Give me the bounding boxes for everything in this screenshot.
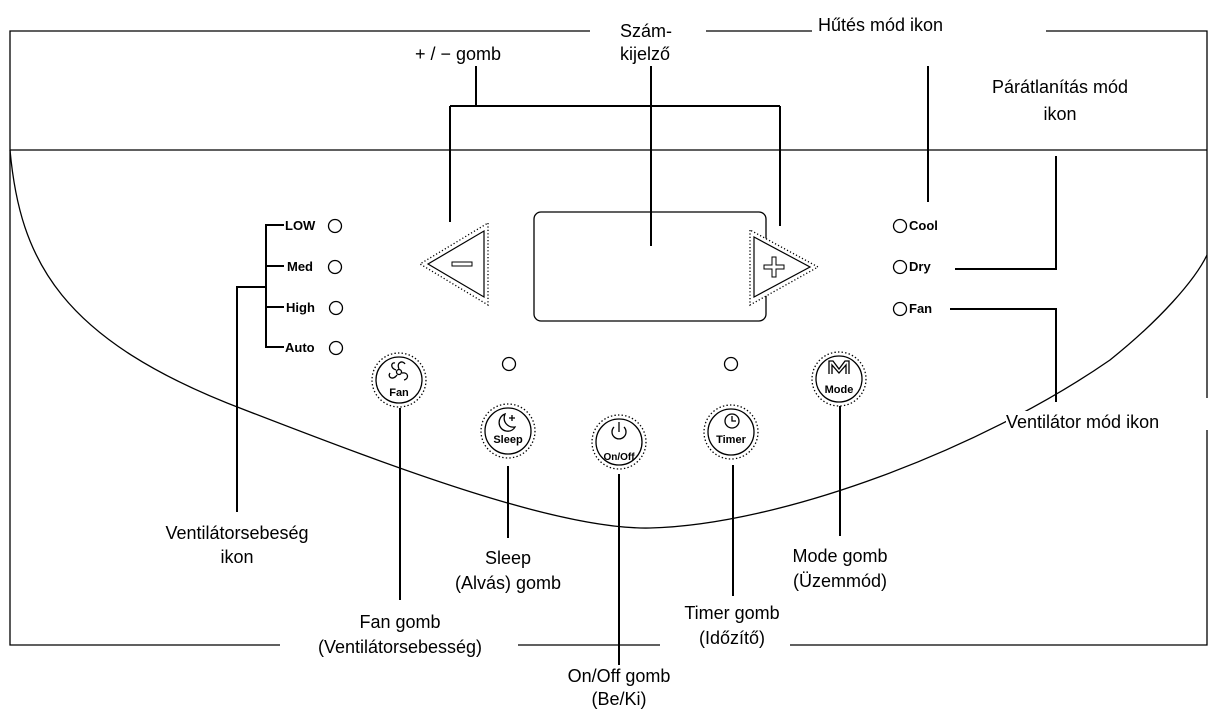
led-dry	[892, 259, 908, 275]
callout-fan-2: (Ventilátorsebesség)	[282, 636, 518, 658]
callout-timer-1: Timer gomb	[684, 603, 780, 623]
onoff-button[interactable]	[591, 414, 647, 470]
led-fan-mode	[892, 301, 908, 317]
callout-display-1: Szám-	[620, 20, 673, 42]
speed-label-med: Med	[287, 259, 313, 274]
speed-label-auto: Auto	[285, 340, 315, 355]
callout-dry-icon-2: ikon	[960, 103, 1160, 125]
console-curve	[9, 149, 1208, 529]
fan-button-label: Fan	[389, 387, 409, 399]
callout-dry-icon-1: Párátlanítás mód	[960, 76, 1160, 98]
led-low	[327, 218, 343, 234]
moon-stars-icon	[498, 412, 517, 432]
plus-button[interactable]	[749, 228, 820, 307]
callout-onoff-2: (Be/Ki)	[591, 689, 647, 709]
callout-onoff-1: On/Off gomb	[567, 666, 671, 686]
callout-plus-minus: + / − gomb	[415, 43, 502, 65]
callout-display-2: kijelző	[620, 43, 671, 65]
callout-mode-1: Mode gomb	[792, 546, 888, 566]
clock-icon	[724, 413, 740, 429]
callout-sleep-1: Sleep	[484, 548, 532, 568]
speed-label-high: High	[286, 300, 315, 315]
mode-label-fan: Fan	[909, 301, 933, 316]
callout-cool-icon: Hűtés mód ikon	[818, 14, 944, 36]
mode-label-cool: Cool	[909, 218, 938, 233]
speed-label-low: LOW	[285, 218, 316, 233]
outer-frame-right-lower	[1000, 430, 1208, 646]
callout-sleep-2: (Alvás) gomb	[454, 573, 562, 593]
led-sleep	[501, 356, 517, 372]
fan-icon	[388, 361, 409, 381]
led-auto	[328, 340, 344, 356]
led-high	[328, 300, 344, 316]
callout-fan-speed-icon-2: ikon	[220, 547, 254, 567]
callout-fan-mode-icon: Ventilátor mód ikon	[1006, 411, 1160, 433]
led-timer	[723, 356, 739, 372]
m-icon	[828, 360, 850, 374]
callout-mode-2: (Üzemmód)	[792, 571, 887, 591]
mode-button-label: Mode	[824, 384, 854, 396]
onoff-button-label: On/Off	[603, 452, 635, 463]
minus-icon	[451, 261, 473, 267]
led-cool	[892, 218, 908, 234]
timer-button[interactable]	[703, 404, 759, 460]
power-icon	[611, 422, 627, 440]
outer-frame-top-right	[1046, 30, 1208, 398]
callout-timer-2: (Időzítő)	[685, 627, 779, 649]
callout-fan-1: Fan gomb	[359, 612, 441, 632]
mode-label-dry: Dry	[909, 259, 931, 274]
mode-button[interactable]	[811, 351, 867, 407]
timer-button-label: Timer	[716, 434, 746, 446]
plus-icon	[763, 256, 785, 278]
callout-fan-speed-icon-1: Ventilátorsebeség	[165, 523, 309, 543]
outer-frame	[9, 30, 590, 646]
minus-button[interactable]	[418, 221, 489, 307]
fan-button[interactable]	[371, 352, 427, 408]
led-med	[327, 259, 343, 275]
sleep-button-label: Sleep	[493, 434, 523, 446]
